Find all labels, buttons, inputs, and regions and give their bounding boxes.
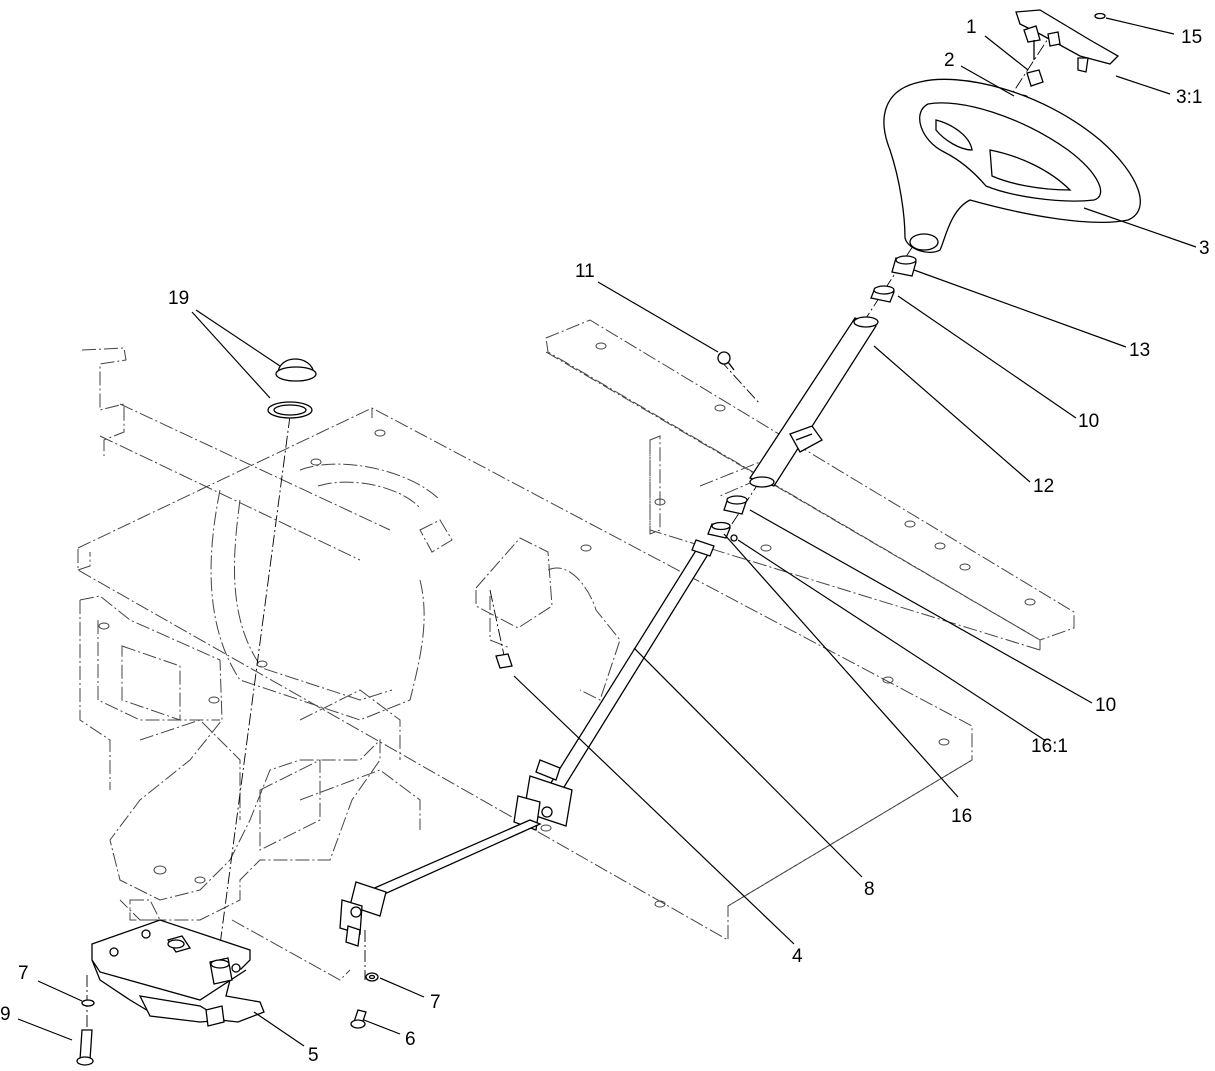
callout-15: 15 — [1181, 27, 1202, 48]
callout-19: 19 — [168, 288, 189, 309]
callout-3-1: 3:1 — [1176, 87, 1202, 108]
assembly-axes — [86, 27, 1056, 1040]
callout-16: 16 — [951, 806, 972, 827]
cap-screw-15 — [1094, 12, 1106, 20]
steering-wheel — [883, 78, 1141, 253]
callout-13: 13 — [1129, 340, 1150, 361]
nut-4 — [495, 653, 513, 669]
leader-lines — [17, 17, 1197, 1047]
callout-9: 9 — [0, 1004, 11, 1025]
set-screw-16-1 — [730, 534, 738, 542]
callout-5: 5 — [308, 1045, 319, 1066]
steering-shaft — [339, 539, 715, 947]
steering-wheel-cap — [1015, 9, 1120, 73]
callout-8: 8 — [864, 879, 875, 900]
callout-2: 2 — [944, 50, 955, 71]
washer-7-left — [81, 999, 95, 1007]
steering-gearbox — [91, 919, 265, 1027]
callout-7-right: 7 — [430, 992, 441, 1013]
callout-12: 12 — [1033, 476, 1054, 497]
callout-1: 1 — [966, 17, 977, 38]
steering-column-tube — [748, 316, 879, 488]
washer-7-right — [365, 972, 379, 982]
callout-7-left: 7 — [18, 963, 29, 984]
callout-10-upper: 10 — [1078, 411, 1099, 432]
bearing-10-lower — [723, 495, 748, 515]
bearing-10-upper — [870, 285, 895, 303]
callout-10-lower: 10 — [1095, 695, 1116, 716]
seal-ring-19 — [267, 401, 313, 419]
callout-3: 3 — [1199, 238, 1210, 259]
callout-11: 11 — [575, 261, 595, 282]
collar-16 — [707, 521, 731, 539]
bolt-6 — [350, 1009, 367, 1029]
bushing-13 — [891, 255, 917, 277]
callout-4: 4 — [792, 946, 803, 967]
bolt-9 — [76, 1029, 94, 1066]
plug-19 — [275, 358, 317, 382]
callout-6: 6 — [405, 1029, 416, 1050]
callout-16-1: 16:1 — [1031, 736, 1068, 757]
callout-labels: 1 2 15 3:1 3 11 13 19 10 12 10 16:1 16 8… — [0, 17, 1210, 1066]
frame-phantom — [77, 319, 1075, 981]
grease-fitting-11 — [717, 351, 735, 371]
nut-1 — [1026, 69, 1044, 87]
